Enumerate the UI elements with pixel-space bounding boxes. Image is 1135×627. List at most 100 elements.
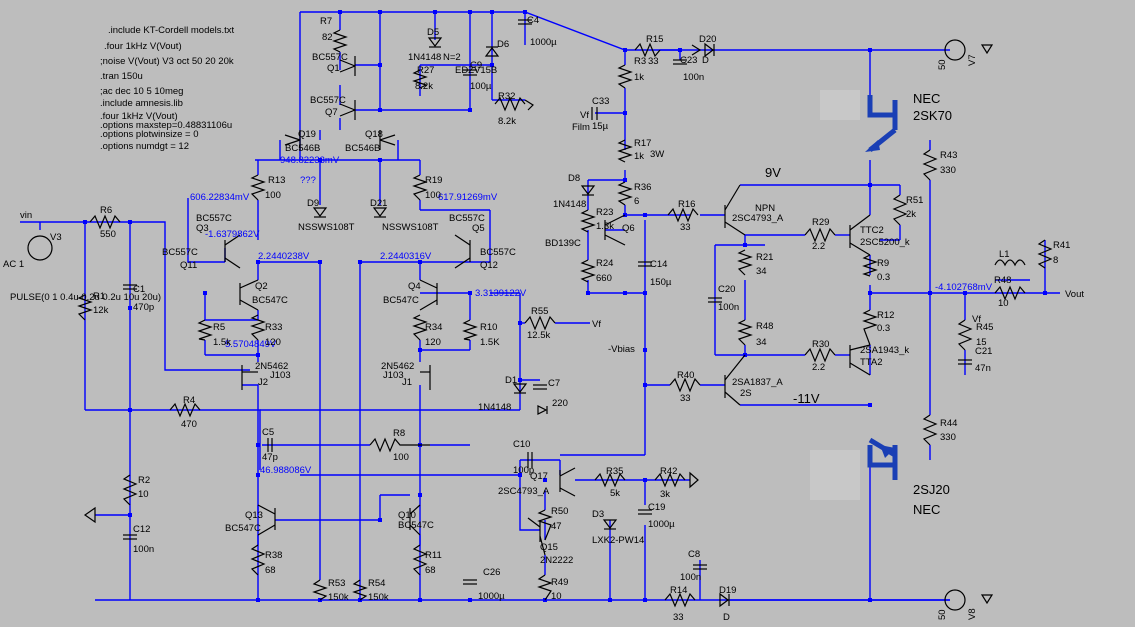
diode-model: 1N4148 — [408, 52, 441, 63]
voltage-sources[interactable] — [27, 39, 994, 611]
ref-des: R2 — [138, 475, 150, 486]
part-label: 2SK70 — [913, 108, 952, 123]
source-value: 50 — [937, 609, 948, 620]
resistor-value: 0.3 — [877, 323, 890, 334]
nec-label: NEC — [913, 502, 940, 517]
net-label: -Vbias — [608, 344, 635, 355]
resistor-value: 120 — [425, 337, 441, 348]
ref-des: C9 — [470, 60, 482, 71]
resistor-value: 150k — [328, 592, 349, 603]
resistor-value: 1.5K — [480, 337, 500, 348]
resistor-value: 68 — [425, 565, 436, 576]
directive[interactable]: ;ac dec 10 5 10meg — [100, 86, 183, 97]
ref-des: R13 — [268, 175, 285, 186]
source-label: V8 — [967, 608, 978, 620]
inductor-L1[interactable] — [994, 259, 1026, 267]
directive[interactable]: .include KT-Cordell models.txt — [108, 25, 235, 36]
voltage-probe: 606.22834mV — [190, 192, 250, 203]
diode-model: 1N4148 — [553, 199, 586, 210]
resistor-value: 5k — [610, 488, 620, 499]
ref-des: TTA2 — [860, 357, 883, 368]
resistor-value: 10 — [138, 489, 149, 500]
ref-des: C1 — [133, 284, 145, 295]
ref-des: R17 — [634, 138, 651, 149]
ref-des: R16 — [678, 199, 695, 210]
ref-des: R29 — [812, 217, 829, 228]
directive[interactable]: .four 1kHz V(Vout) — [104, 41, 182, 52]
transistor-model: 2SC4793_A — [732, 213, 784, 224]
ref-des: D8 — [568, 173, 580, 184]
resistor-value: 330 — [940, 165, 956, 176]
ref-des: Q3 — [196, 223, 209, 234]
directive[interactable]: .tran 150u — [100, 71, 143, 82]
source-value: AC 1 — [3, 259, 24, 270]
directive[interactable]: .include amnesis.lib — [100, 98, 183, 109]
ref-des: J1 — [402, 377, 412, 388]
ref-des: Q10 — [398, 510, 416, 521]
diode-model: NSSWS108T — [298, 222, 355, 233]
ref-des: Q4 — [408, 281, 421, 292]
output-mosfets[interactable] — [810, 90, 898, 500]
ref-des: R3 — [634, 56, 646, 67]
resistor-value: 0.3 — [877, 272, 890, 283]
ref-des: Q13 — [245, 510, 263, 521]
voltage-probe: 5.5704849V — [225, 339, 277, 350]
ref-des: R27 — [417, 65, 434, 76]
ref-des: R10 — [480, 322, 497, 333]
resistors[interactable] — [77, 29, 1053, 608]
source-label: V3 — [50, 232, 62, 243]
diode-model: 1N4148 — [478, 402, 511, 413]
capacitors[interactable] — [123, 19, 972, 585]
capacitor-value: 47p — [262, 452, 278, 463]
ref-des: R53 — [328, 578, 345, 589]
ref-des: C7 — [548, 378, 560, 389]
ref-des: R43 — [940, 150, 957, 161]
capacitor-value: 47n — [975, 363, 991, 374]
ref-des: R14 — [670, 585, 687, 596]
ref-des: D3 — [592, 509, 604, 520]
transistor-model: BC557C — [310, 95, 346, 106]
ref-des: C21 — [975, 346, 992, 357]
capacitor-value: 15µ — [592, 121, 609, 132]
directive[interactable]: .options maxstep=0.48831106u — [100, 120, 232, 131]
capacitor-value: 1000µ — [648, 519, 675, 530]
resistor-value: 1.5k — [213, 337, 231, 348]
transistor-model: 2SC5200_k — [860, 237, 910, 248]
transistor-model: BC547C — [383, 295, 419, 306]
ref-des: C8 — [688, 549, 700, 560]
transistor-model: BC546B — [285, 143, 320, 154]
resistor-value: 1k — [634, 72, 644, 83]
ref-des: D9 — [307, 198, 319, 209]
resistor-value: 330 — [940, 432, 956, 443]
ref-des: R34 — [425, 322, 442, 333]
transistor-tag: NPN — [755, 203, 775, 214]
directive[interactable]: ;noise V(Vout) V3 oct 50 20 20k — [100, 56, 234, 67]
rail-label: -11V — [793, 391, 820, 406]
resistor-value: 15 — [976, 337, 987, 348]
directive[interactable]: .four 1kHz V(Vout) — [100, 111, 178, 122]
resistor-value: 8.2k — [415, 81, 433, 92]
ref-des: R40 — [677, 370, 694, 381]
ref-des: TTC2 — [860, 225, 884, 236]
voltage-probe: 2.2440316V — [380, 251, 432, 262]
diode-model: LXK2-PW14 — [592, 535, 644, 546]
resistor-value: 12.5k — [527, 330, 550, 341]
ref-des: Q15 — [540, 542, 558, 553]
transistor-model: BC557C — [312, 52, 348, 63]
transistor-model: 2SC4793_A — [498, 486, 550, 497]
transistors[interactable] — [224, 56, 871, 556]
directive[interactable]: .options numdgt = 12 — [100, 141, 189, 152]
source-label: V7 — [967, 54, 978, 66]
net-label: Vout — [1065, 289, 1084, 300]
net-label: Vf — [592, 319, 601, 330]
directive[interactable]: .options plotwinsize = 0 — [100, 129, 199, 140]
voltage-probe: 948.82233mV — [280, 155, 340, 166]
net-label: vin — [20, 210, 32, 221]
ref-des: R11 — [425, 550, 442, 561]
ref-des: R5 — [213, 322, 225, 333]
diodes[interactable] — [312, 37, 730, 608]
ref-des: Q7 — [325, 107, 338, 118]
ref-des: C23 — [680, 55, 697, 66]
ref-des: Q12 — [480, 260, 498, 271]
